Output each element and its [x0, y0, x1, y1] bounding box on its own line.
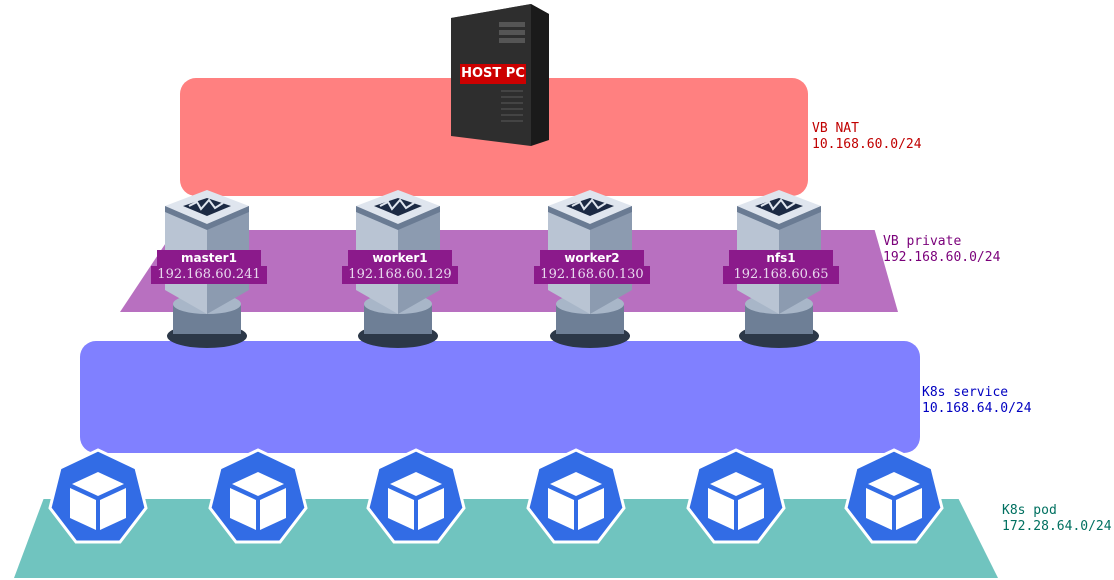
vb-private-name: VB private [883, 234, 962, 249]
k8s-service-cidr: 10.168.64.0/24 [922, 401, 1032, 416]
vb-private-cidr: 192.168.60.0/24 [883, 250, 1001, 265]
vb-nat-label: VB NAT 10.168.60.0/24 [812, 121, 922, 153]
vb-nat-cidr: 10.168.60.0/24 [812, 137, 922, 152]
kubernetes-pod-icon [844, 448, 944, 544]
k8s-pod-name: K8s pod [1002, 503, 1057, 518]
k8s-service-network-band [80, 341, 920, 453]
vm-node-worker1: worker1 192.168.60.129 [334, 186, 462, 354]
virtualbox-icon [165, 190, 249, 348]
kubernetes-pod-icon [526, 448, 626, 544]
vm-name-label: master1 [157, 250, 261, 266]
kubernetes-pod-icon [686, 448, 786, 544]
k8s-service-label: K8s service 10.168.64.0/24 [922, 385, 1032, 417]
k8s-pod-label: K8s pod 172.28.64.0/24 [1002, 503, 1112, 535]
vm-ip-label: 192.168.60.65 [723, 266, 839, 284]
vm-name-label: worker2 [540, 250, 644, 266]
vm-node-master1: master1 192.168.60.241 [143, 186, 271, 354]
vb-nat-name: VB NAT [812, 121, 859, 136]
host-pc-label: HOST PC [460, 64, 526, 84]
vm-ip-label: 192.168.60.129 [342, 266, 458, 284]
vb-private-label: VB private 192.168.60.0/24 [883, 234, 1000, 266]
vm-node-nfs1: nfs1 192.168.60.65 [715, 186, 843, 354]
k8s-pod-network-band [14, 499, 998, 578]
vm-name-label: worker1 [348, 250, 452, 266]
vm-name-label: nfs1 [729, 250, 833, 266]
k8s-service-name: K8s service [922, 385, 1009, 400]
vm-ip-label: 192.168.60.241 [151, 266, 267, 284]
vm-ip-label: 192.168.60.130 [534, 266, 650, 284]
vm-node-worker2: worker2 192.168.60.130 [526, 186, 654, 354]
kubernetes-pod-icon [48, 448, 148, 544]
k8s-pod-cidr: 172.28.64.0/24 [1002, 519, 1112, 534]
kubernetes-pod-icon [366, 448, 466, 544]
kubernetes-pod-icon [208, 448, 308, 544]
